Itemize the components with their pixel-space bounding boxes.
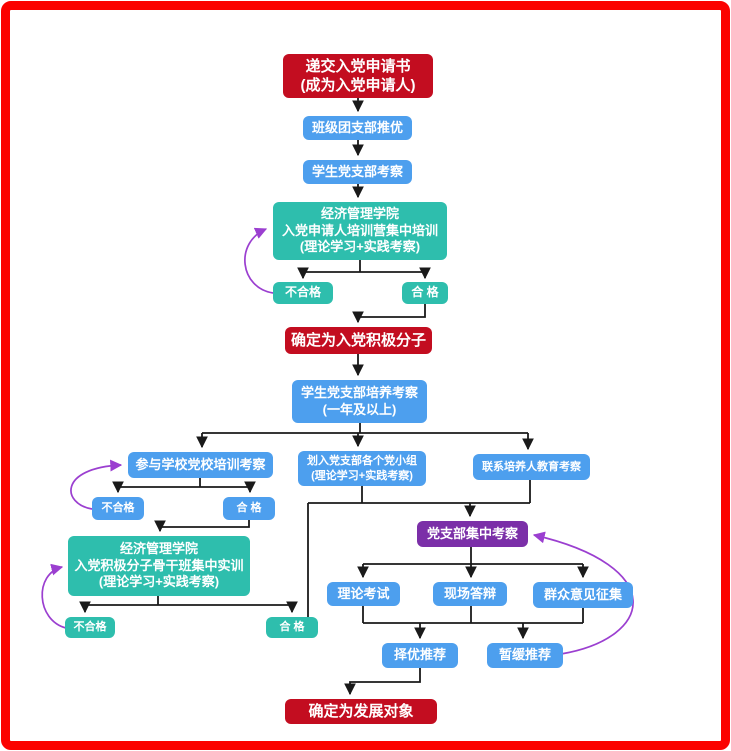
- node-theory-exam-label: 理论考试: [337, 585, 390, 601]
- connector: [352, 304, 426, 324]
- node-postpone-recommend: 暂缓推荐: [487, 643, 563, 668]
- node-backbone-training: 经济管理学院入党积极分子骨干班集中实训(理论学习+实践考察): [68, 536, 250, 596]
- node-submit-application-label: 递交入党申请书: [305, 57, 411, 75]
- node-fail-2-label: 不合格: [101, 502, 135, 515]
- node-party-group-assign-label: 划入党支部各个党小组: [307, 455, 417, 468]
- node-fail-3: 不合格: [65, 617, 115, 638]
- node-student-branch-inspect-label: 学生党支部考察: [311, 163, 403, 179]
- node-confirm-development-target-label: 确定为发展对象: [308, 702, 414, 720]
- return-arrow: [532, 531, 634, 655]
- node-recommend-best-label: 择优推荐: [393, 647, 446, 663]
- node-league-branch-recommend: 班级团支部推优: [303, 116, 412, 140]
- node-applicant-training-camp: 经济管理学院入党申请人培训营集中培训(理论学习+实践考察): [273, 202, 447, 260]
- node-backbone-training-label: 入党积极分子骨干班集中实训: [74, 557, 244, 573]
- node-branch-cultivation: 学生党支部培养考察(一年及以上): [292, 380, 427, 423]
- connector: [344, 668, 421, 696]
- node-applicant-training-camp-label: (理论学习+实践考察): [299, 239, 421, 255]
- connector: [154, 520, 250, 533]
- node-submit-application-label: (成为入党申请人): [300, 77, 416, 94]
- node-fail-1: 不合格: [273, 282, 333, 304]
- node-fail-1-label: 不合格: [284, 285, 321, 300]
- node-applicant-training-camp-label: 经济管理学院: [320, 205, 399, 221]
- node-submit-application: 递交入党申请书 (成为入党申请人): [283, 54, 433, 98]
- node-confirm-development-target: 确定为发展对象: [285, 699, 437, 724]
- node-mass-opinion-label: 群众意见征集: [543, 586, 622, 602]
- node-pass-1: 合 格: [402, 282, 448, 304]
- node-applicant-training-camp-label: 入党申请人培训营集中培训: [281, 222, 438, 238]
- node-branch-cultivation-label: (一年及以上): [322, 401, 397, 417]
- node-theory-exam: 理论考试: [327, 582, 400, 606]
- node-confirm-activist: 确定为入党积极分子: [285, 327, 432, 354]
- node-party-school-training-label: 参与学校党校培训考察: [135, 456, 266, 472]
- node-contact-cultivator: 联系培养人教育考察: [473, 454, 590, 480]
- node-fail-2: 不合格: [92, 497, 144, 520]
- node-branch-centralized-inspect-label: 党支部集中考察: [426, 525, 518, 541]
- node-pass-3: 合 格: [266, 617, 318, 638]
- return-arrow: [41, 563, 67, 629]
- node-pass-1-label: 合 格: [411, 285, 439, 300]
- node-fail-3-label: 不合格: [73, 621, 107, 634]
- node-branch-cultivation-label: 学生党支部培养考察: [300, 384, 418, 400]
- node-party-group-assign: 划入党支部各个党小组(理论学习+实践考察): [298, 451, 426, 486]
- node-backbone-training-label: 经济管理学院: [119, 540, 198, 556]
- node-confirm-activist-label: 确定为入党积极分子: [290, 331, 426, 349]
- node-onsite-defense-label: 现场答辩: [443, 585, 496, 601]
- return-arrow: [244, 227, 274, 294]
- node-party-school-training: 参与学校党校培训考察: [128, 452, 273, 478]
- node-recommend-best: 择优推荐: [382, 643, 458, 668]
- node-student-branch-inspect: 学生党支部考察: [303, 160, 412, 184]
- flow-lines: [79, 98, 589, 696]
- node-onsite-defense: 现场答辩: [433, 582, 507, 606]
- node-mass-opinion: 群众意见征集: [533, 582, 633, 608]
- node-contact-cultivator-label: 联系培养人教育考察: [482, 460, 581, 473]
- node-pass-2: 合 格: [223, 497, 275, 520]
- node-pass-3-label: 合 格: [279, 621, 305, 634]
- return-arrow: [70, 459, 123, 510]
- node-league-branch-recommend-label: 班级团支部推优: [311, 119, 403, 135]
- node-pass-2-label: 合 格: [236, 502, 262, 515]
- node-party-group-assign-label: (理论学习+实践考察): [311, 469, 413, 482]
- node-postpone-recommend-label: 暂缓推荐: [498, 647, 551, 663]
- node-backbone-training-label: (理论学习+实践考察): [98, 574, 220, 590]
- node-branch-centralized-inspect: 党支部集中考察: [417, 521, 528, 547]
- return-arrows: [41, 227, 634, 655]
